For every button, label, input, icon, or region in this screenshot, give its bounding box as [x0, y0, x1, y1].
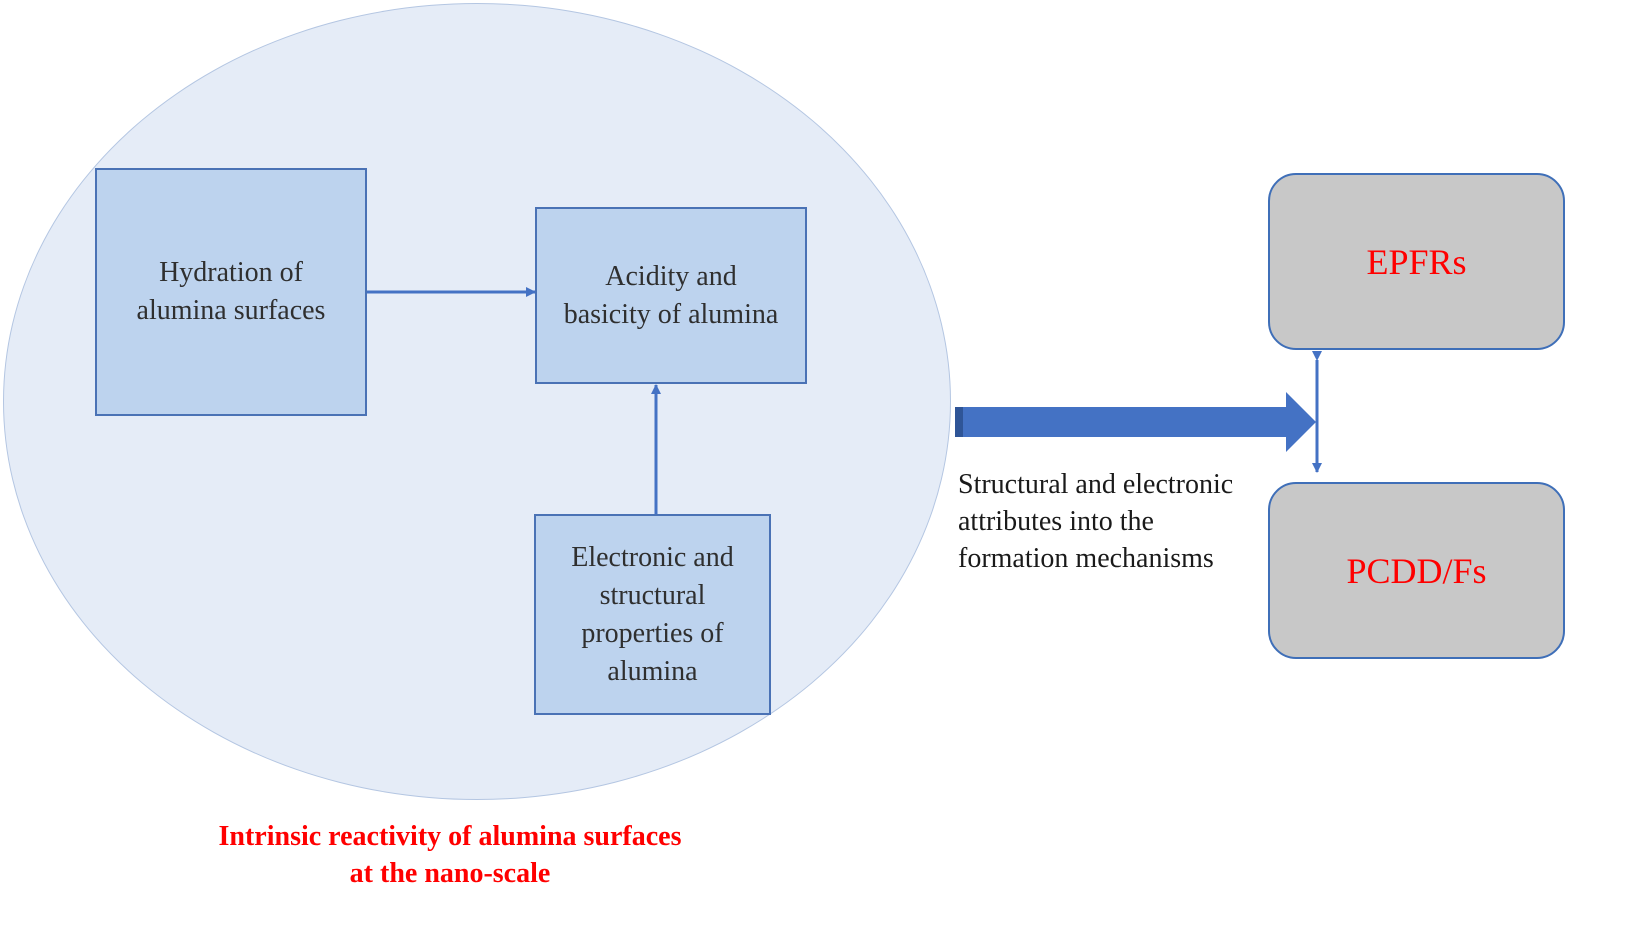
- block-arrow-to-products: [963, 392, 1316, 452]
- pcdd-label: PCDD/Fs: [1346, 550, 1487, 591]
- arrow-label: Structural and electronic attributes int…: [958, 469, 1234, 574]
- hydration-label: Hydration of alumina surfaces: [136, 257, 326, 326]
- acidity-label: Acidity and basicity of alumina: [563, 260, 779, 330]
- pcdd-box: PCDD/Fs: [1268, 482, 1565, 659]
- epfrs-box: EPFRs: [1268, 173, 1565, 350]
- epfrs-label: EPFRs: [1366, 241, 1467, 282]
- block-arrow-tail-dark: [955, 407, 963, 437]
- electronic-label: Electronic and structural properties of …: [571, 541, 734, 687]
- ellipse-caption: Intrinsic reactivity of alumina surfaces…: [218, 821, 682, 889]
- acidity-box: Acidity and basicity of alumina: [535, 207, 807, 384]
- electronic-box: Electronic and structural properties of …: [534, 514, 771, 715]
- hydration-box: Hydration of alumina surfaces: [95, 168, 367, 416]
